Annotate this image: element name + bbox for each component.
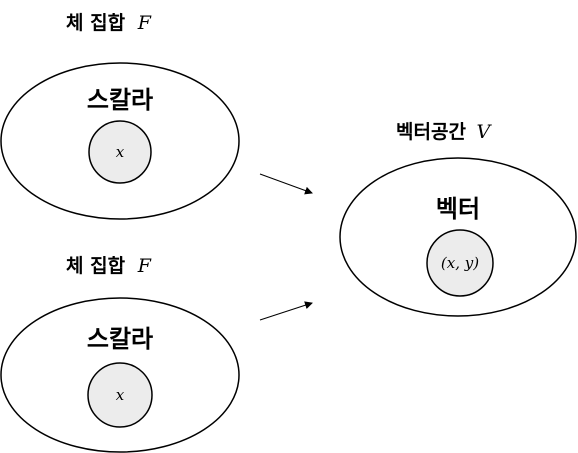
- field-bottom-title-text: 체 집합: [66, 255, 126, 277]
- vector-space-symbol: V: [477, 121, 493, 143]
- field-top-ellipse: [0, 62, 240, 220]
- vector-space-element-circle: [426, 229, 494, 297]
- field-top-element: x: [116, 143, 125, 161]
- field-bottom-element-circle: [87, 362, 153, 428]
- vector-space-title-text: 벡터공간: [396, 121, 466, 143]
- field-bottom-ellipse: [0, 297, 240, 453]
- field-set-top: 체 집합 F 스칼라 x: [0, 12, 240, 220]
- field-bottom-title: 체 집합 F: [66, 255, 152, 277]
- field-bottom-element: x: [116, 386, 125, 404]
- field-top-title-text: 체 집합: [66, 12, 126, 34]
- field-top-symbol: F: [137, 12, 152, 34]
- field-bottom-inner-label: 스칼라: [87, 325, 153, 353]
- vector-space-title: 벡터공간 V: [396, 121, 493, 143]
- vector-space-element: (x, y): [441, 254, 479, 272]
- arrow-top-to-vector: [259, 173, 313, 195]
- field-set-bottom: 체 집합 F 스칼라 x: [0, 255, 240, 453]
- vector-space-inner-label: 벡터: [436, 195, 480, 223]
- field-top-title: 체 집합 F: [66, 12, 152, 34]
- field-top-inner-label: 스칼라: [87, 86, 153, 114]
- field-top-element-circle: [88, 120, 152, 184]
- field-bottom-symbol: F: [137, 255, 152, 277]
- vector-space-ellipse: [339, 157, 577, 317]
- arrow-bottom-to-vector: [259, 301, 313, 321]
- vector-space-set: 벡터공간 V 벡터 (x, y): [339, 121, 577, 317]
